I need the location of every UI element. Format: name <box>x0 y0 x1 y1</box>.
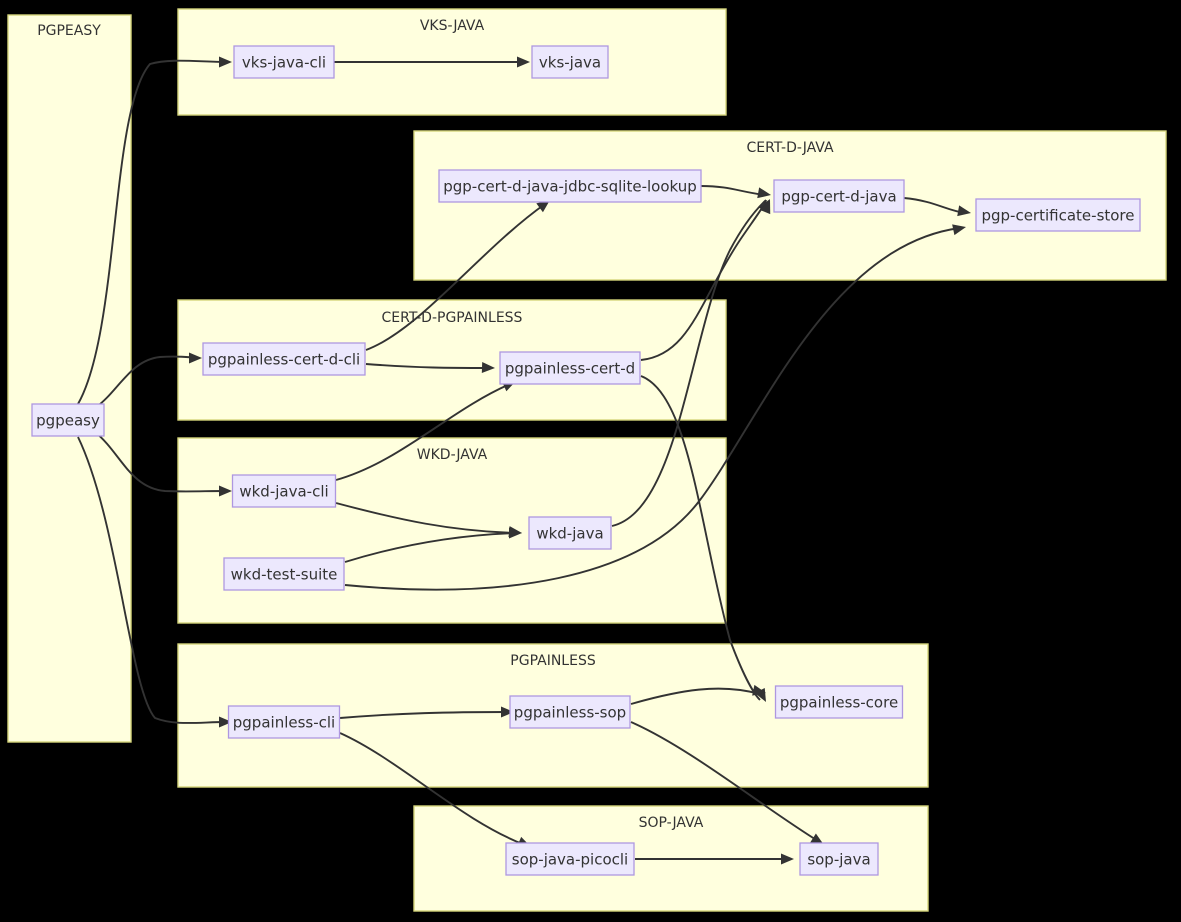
edge-pgpeasy-to-pgpainless-cert-d-cli <box>94 355 197 409</box>
node-pgp-cert-d-java-jdbc-sqlite-lookup[interactable]: pgp-cert-d-java-jdbc-sqlite-lookup <box>438 169 702 203</box>
node-vks-java[interactable]: vks-java <box>531 45 609 79</box>
cluster-box <box>7 14 132 743</box>
cluster-box <box>177 437 727 624</box>
node-pgpeasy[interactable]: pgpeasy <box>31 403 105 437</box>
arrow-head-icon <box>760 200 771 215</box>
arrow-head-icon <box>501 706 514 718</box>
edge-wkd-java-cli-to-wkd-java <box>335 502 517 534</box>
node-box[interactable] <box>499 351 641 385</box>
edge-pgpainless-sop-to-pgpainless-core <box>630 687 761 705</box>
node-box[interactable] <box>202 342 366 376</box>
cluster-label: PGPAINLESS <box>510 653 596 669</box>
node-label: sop-java-picocli <box>512 851 628 869</box>
edge-pgpainless-cert-d-to-pgpainless-core <box>640 375 761 701</box>
arrow-head-icon <box>219 485 232 497</box>
cluster-pgpeasy: PGPEASY <box>7 14 132 743</box>
node-label: pgpeasy <box>36 412 100 430</box>
node-pgpainless-cert-d[interactable]: pgpainless-cert-d <box>499 351 641 385</box>
node-group: pgpeasy vks-java-cli vks-java pgp-cert-d-ja… <box>31 45 1141 876</box>
node-label: vks-java-cli <box>242 54 326 72</box>
cluster-group: PGPEASY VKS-JAVA CERT-D-JAVA CERT-D-PGPAINL… <box>7 8 1167 912</box>
node-label: pgpainless-core <box>780 694 898 712</box>
node-wkd-test-suite[interactable]: wkd-test-suite <box>223 557 345 591</box>
node-label: pgpainless-sop <box>514 704 626 722</box>
node-box[interactable] <box>233 45 335 79</box>
arrow-head-icon <box>219 56 232 68</box>
node-sop-java-picocli[interactable]: sop-java-picocli <box>505 842 635 876</box>
arrow-head-icon <box>810 833 824 845</box>
node-box[interactable] <box>509 695 631 729</box>
node-wkd-java[interactable]: wkd-java <box>528 516 612 550</box>
node-vks-java-cli[interactable]: vks-java-cli <box>233 45 335 79</box>
node-box[interactable] <box>799 842 879 876</box>
arrow-head-icon <box>781 853 794 865</box>
cluster-label: CERT-D-JAVA <box>746 140 834 156</box>
arrow-head-icon <box>219 716 232 728</box>
edge-pgpainless-cert-d-to-pgp-cert-d-java <box>640 199 767 361</box>
node-label: pgp-cert-d-java-jdbc-sqlite-lookup <box>443 178 697 196</box>
cluster-label: VKS-JAVA <box>420 18 485 34</box>
node-box[interactable] <box>531 45 609 79</box>
cluster-label: WKD-JAVA <box>417 447 488 463</box>
edge-pgpeasy-to-wkd-java-cli <box>94 431 227 493</box>
arrow-head-icon <box>481 362 495 374</box>
node-label: sop-java <box>807 851 870 869</box>
node-label: wkd-test-suite <box>231 566 338 584</box>
edge-pgpeasy-to-pgpainless-cli <box>77 436 227 724</box>
edge-group <box>77 56 971 865</box>
node-pgp-certificate-store[interactable]: pgp-certificate-store <box>975 198 1141 232</box>
edge-pgpainless-cert-d-cli-to-pgpainless-cert-d <box>365 363 490 369</box>
node-label: pgp-certificate-store <box>981 207 1134 225</box>
node-pgpainless-core[interactable]: pgpainless-core <box>774 685 904 719</box>
node-label: pgpainless-cert-d-cli <box>208 351 360 369</box>
node-pgpainless-cli[interactable]: pgpainless-cli <box>227 705 341 739</box>
node-box[interactable] <box>528 516 612 550</box>
edge-wkd-test-suite-to-pgp-certificate-store <box>344 227 961 591</box>
cluster-label: SOP-JAVA <box>639 815 704 831</box>
cluster-label: PGPEASY <box>37 23 101 39</box>
edge-pgpainless-sop-to-sop-java <box>630 721 819 842</box>
edge-pgpainless-cli-to-pgpainless-sop <box>339 711 509 719</box>
node-box[interactable] <box>773 179 905 213</box>
node-box[interactable] <box>31 403 105 437</box>
edge-pgpeasy-to-vks-java-cli <box>77 59 227 405</box>
arrow-head-icon <box>536 200 550 213</box>
edge-pgpainless-cert-d-cli-to-pgp-cert-d-java-jdbc-sqlite-lookup <box>365 203 546 351</box>
edge-pgpainless-cli-to-sop-java-picocli <box>339 732 526 846</box>
arrow-head-icon <box>952 224 966 236</box>
arrow-head-icon <box>957 205 971 217</box>
node-sop-java[interactable]: sop-java <box>799 842 879 876</box>
node-box[interactable] <box>438 169 702 203</box>
edge-wkd-java-to-pgp-cert-d-java <box>611 199 767 527</box>
edge-wkd-java-cli-to-pgpainless-cert-d <box>335 383 511 481</box>
node-box[interactable] <box>227 705 341 739</box>
node-pgpainless-sop[interactable]: pgpainless-sop <box>509 695 631 729</box>
node-box[interactable] <box>223 557 345 591</box>
node-wkd-java-cli[interactable]: wkd-java-cli <box>231 474 337 508</box>
node-box[interactable] <box>975 198 1141 232</box>
node-label: pgpainless-cli <box>233 714 335 732</box>
cluster-wkd-java: WKD-JAVA <box>177 437 727 624</box>
node-pgp-cert-d-java[interactable]: pgp-cert-d-java <box>773 179 905 213</box>
arrow-head-icon <box>509 527 522 539</box>
node-label: pgp-cert-d-java <box>781 188 896 206</box>
edge-wkd-test-suite-to-wkd-java <box>344 532 517 563</box>
node-pgpainless-cert-d-cli[interactable]: pgpainless-cert-d-cli <box>202 342 366 376</box>
node-label: wkd-java-cli <box>239 483 328 501</box>
arrow-head-icon <box>189 352 202 364</box>
node-box[interactable] <box>505 842 635 876</box>
arrow-head-icon <box>752 684 766 696</box>
arrow-head-icon <box>757 187 771 199</box>
node-label: pgpainless-cert-d <box>505 360 635 378</box>
cluster-label: CERT-D-PGPAINLESS <box>382 310 523 326</box>
node-box[interactable] <box>231 474 337 508</box>
node-box[interactable] <box>774 685 904 719</box>
node-label: vks-java <box>539 54 601 72</box>
arrow-head-icon <box>517 56 530 68</box>
node-label: wkd-java <box>536 525 603 543</box>
